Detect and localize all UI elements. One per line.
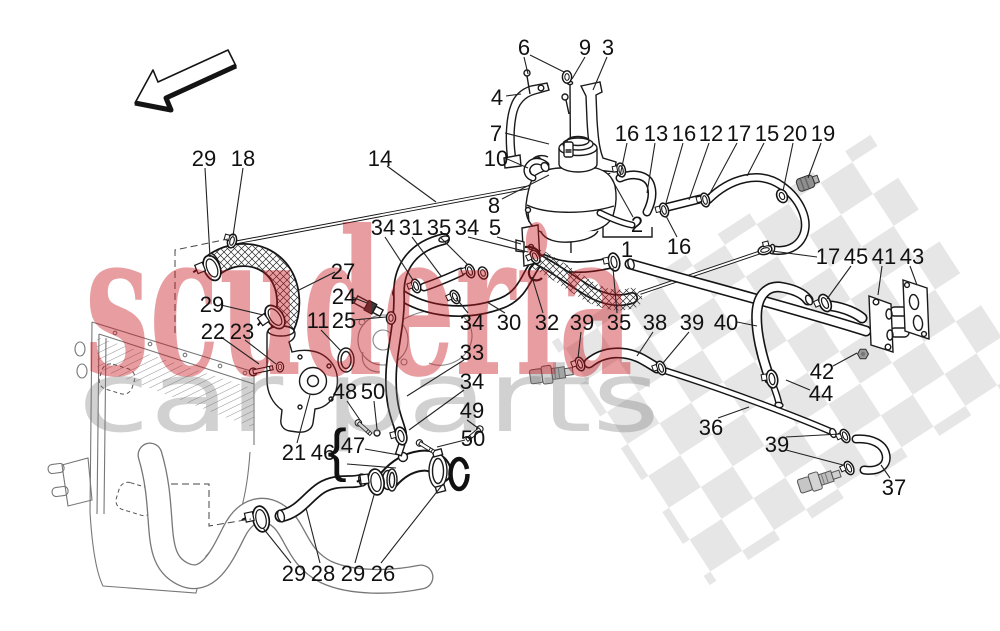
watermark-tagline: car parts bbox=[78, 341, 660, 455]
callout-25: 25 bbox=[332, 308, 356, 333]
hose-L-manifold bbox=[627, 258, 866, 331]
callout-9: 9 bbox=[579, 35, 591, 60]
callout-41: 41 bbox=[872, 244, 896, 269]
brace-46: { bbox=[327, 418, 346, 483]
callout-32: 32 bbox=[535, 310, 559, 335]
callout-14: 14 bbox=[368, 146, 392, 171]
callout-2: 2 bbox=[631, 212, 643, 237]
callout-49: 49 bbox=[460, 398, 484, 423]
callout-44: 44 bbox=[809, 381, 833, 406]
bracket-3 bbox=[579, 81, 617, 173]
callout-29: 29 bbox=[341, 561, 365, 586]
leader-lines bbox=[204, 54, 918, 564]
callout-7: 7 bbox=[490, 121, 502, 146]
callout-4: 4 bbox=[491, 85, 503, 110]
pipe-36 bbox=[666, 371, 837, 439]
callout-37: 37 bbox=[882, 475, 906, 500]
callout-20: 20 bbox=[783, 121, 807, 146]
callout-40: 40 bbox=[714, 310, 738, 335]
callout-29: 29 bbox=[200, 292, 224, 317]
radiator bbox=[47, 321, 421, 593]
callout-3: 3 bbox=[602, 35, 614, 60]
callout-34: 34 bbox=[460, 369, 484, 394]
washer-9 bbox=[561, 70, 573, 84]
callout-47: 47 bbox=[341, 433, 365, 458]
callout-35: 35 bbox=[607, 310, 631, 335]
callout-34: 34 bbox=[455, 215, 479, 240]
callout-8: 8 bbox=[488, 193, 500, 218]
callout-39: 39 bbox=[570, 310, 594, 335]
callout-17: 17 bbox=[816, 244, 840, 269]
callout-42: 42 bbox=[810, 359, 834, 384]
callout-39: 39 bbox=[765, 432, 789, 457]
callout-6: 6 bbox=[518, 35, 530, 60]
callout-19: 19 bbox=[811, 121, 835, 146]
callout-35: 35 bbox=[427, 215, 451, 240]
watermark-brand: scuderia bbox=[85, 187, 633, 422]
callout-29: 29 bbox=[282, 561, 306, 586]
dash-line-upper bbox=[174, 238, 229, 333]
callout-27: 27 bbox=[331, 259, 355, 284]
direction-arrow-icon bbox=[134, 49, 238, 113]
sensor-24 bbox=[353, 295, 385, 318]
callout-38: 38 bbox=[643, 310, 667, 335]
strap-32 bbox=[524, 245, 543, 282]
clamps bbox=[188, 161, 857, 537]
radiator-fins bbox=[97, 337, 254, 428]
callout-31: 31 bbox=[399, 215, 423, 240]
callout-48: 48 bbox=[333, 379, 357, 404]
callout-50: 50 bbox=[461, 426, 485, 451]
callout-16: 16 bbox=[667, 234, 691, 259]
callout-36: 36 bbox=[699, 415, 723, 440]
watermark: scuderia car parts bbox=[78, 187, 660, 455]
bracket-4 bbox=[505, 82, 550, 163]
dash-line-lower bbox=[171, 483, 252, 527]
gasket-11 bbox=[337, 347, 355, 373]
callout-30: 30 bbox=[497, 310, 521, 335]
callout-43: 43 bbox=[900, 244, 924, 269]
callout-17: 17 bbox=[727, 121, 751, 146]
o-ring-26 bbox=[448, 456, 470, 492]
callout-16: 16 bbox=[615, 121, 639, 146]
callout-26: 26 bbox=[371, 561, 395, 586]
callout-11: 11 bbox=[307, 308, 330, 333]
callout-1: 1 bbox=[621, 237, 633, 262]
callout-22: 22 bbox=[201, 319, 225, 344]
callout-5: 5 bbox=[489, 215, 501, 240]
callout-21: 21 bbox=[282, 440, 306, 465]
callout-29: 29 bbox=[192, 146, 216, 171]
callout-46: 46 bbox=[311, 440, 335, 465]
expansion-tank bbox=[503, 69, 632, 267]
callout-34: 34 bbox=[460, 310, 484, 335]
outlet-casting-21 bbox=[266, 325, 339, 433]
callout-16: 16 bbox=[672, 121, 696, 146]
callout-28: 28 bbox=[311, 561, 335, 586]
checkered-flag-watermark bbox=[551, 134, 1000, 586]
callout-15: 15 bbox=[755, 121, 779, 146]
callout-45: 45 bbox=[844, 244, 868, 269]
nut-50 bbox=[373, 429, 381, 437]
bracket-label-1 bbox=[602, 227, 653, 238]
callout-18: 18 bbox=[231, 146, 255, 171]
callout-23: 23 bbox=[230, 319, 254, 344]
gasket-plate-43 bbox=[902, 279, 930, 340]
callout-24: 24 bbox=[332, 284, 356, 309]
callout-39: 39 bbox=[680, 310, 704, 335]
callout-34: 34 bbox=[371, 215, 395, 240]
nut-42 bbox=[857, 348, 869, 360]
connector-12 bbox=[663, 194, 705, 212]
callout-12: 12 bbox=[699, 121, 723, 146]
callout-10: 10 bbox=[484, 146, 508, 171]
hose-28 bbox=[276, 473, 366, 523]
thermostat-housing-46 bbox=[383, 442, 448, 494]
callout-33: 33 bbox=[460, 340, 484, 365]
callout-50: 50 bbox=[361, 379, 385, 404]
callout-13: 13 bbox=[644, 121, 668, 146]
